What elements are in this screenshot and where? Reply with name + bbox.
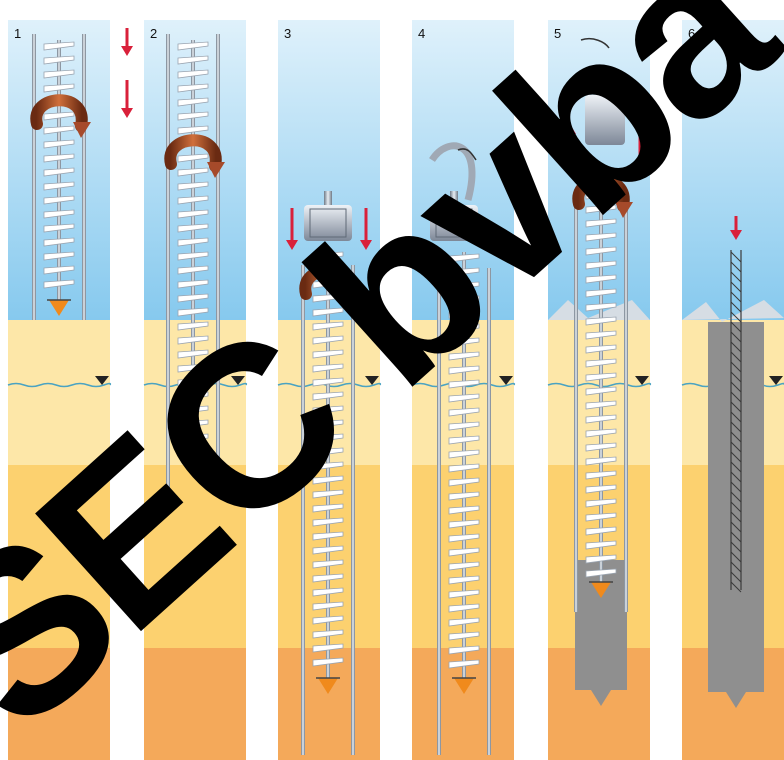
step-number: 4 (418, 26, 425, 41)
casing-tube-left (32, 34, 36, 320)
casing-tube-right (82, 34, 86, 320)
step-number: 2 (150, 26, 157, 41)
step-number: 3 (284, 26, 291, 41)
step-number: 1 (14, 26, 21, 41)
casing-tube-right (624, 200, 628, 612)
down-arrow-icon (121, 46, 133, 56)
down-arrow-icon (121, 108, 133, 118)
